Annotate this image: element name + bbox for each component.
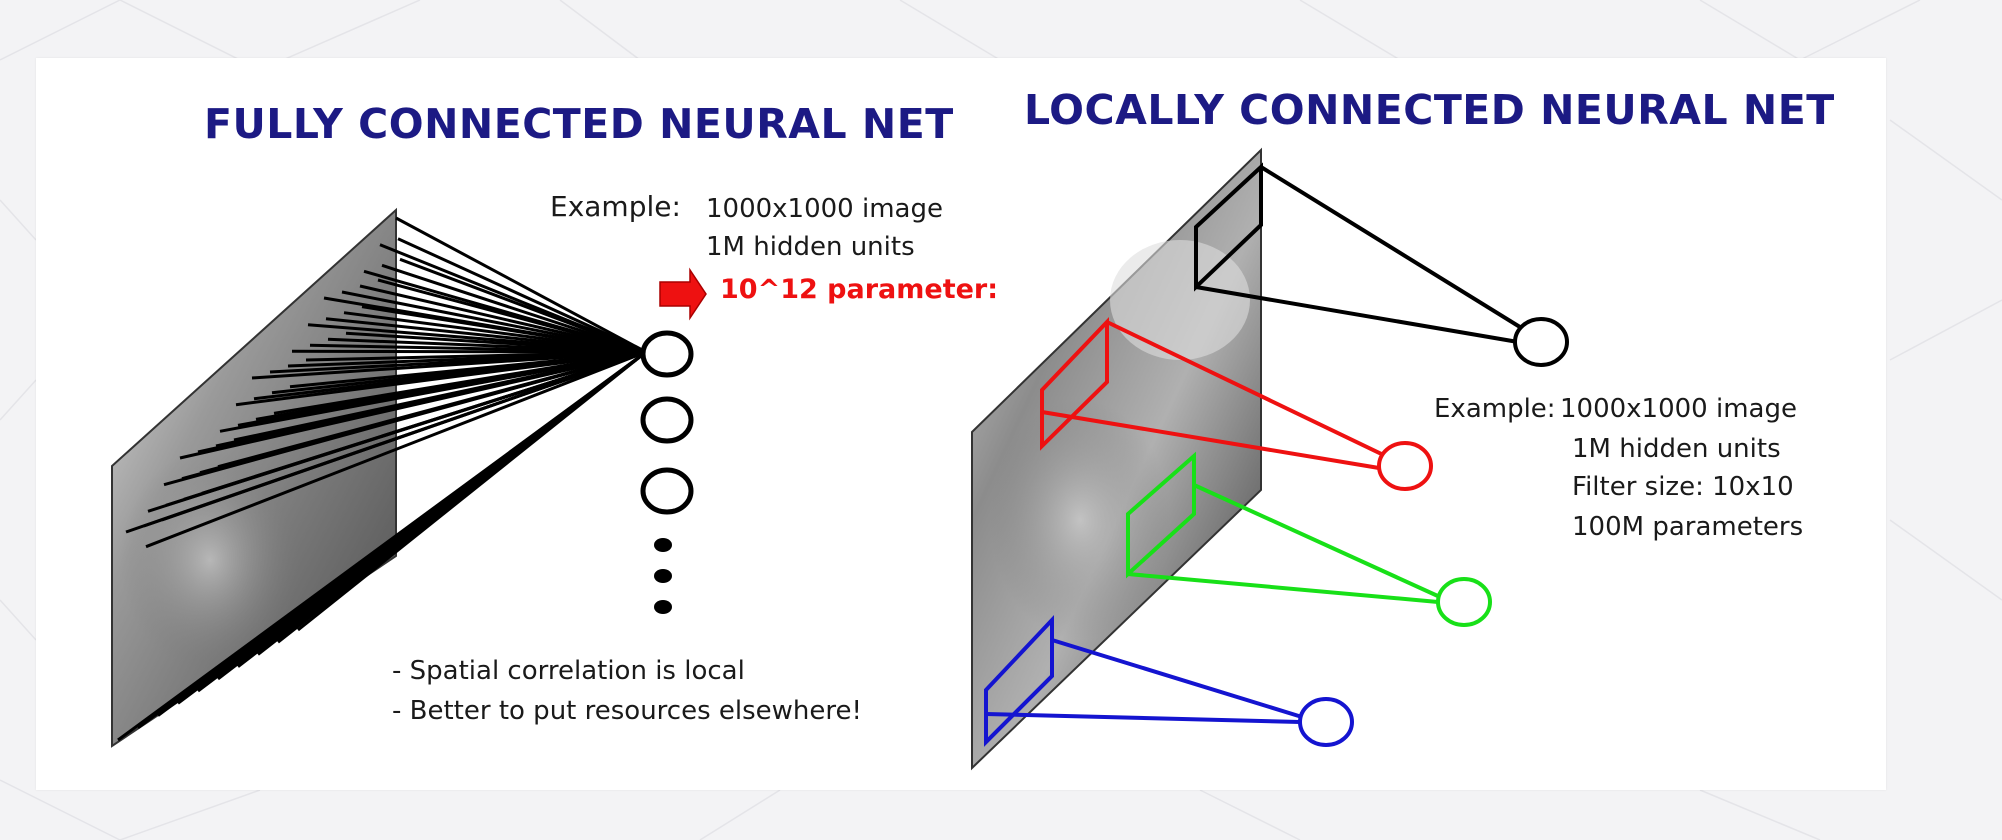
fc-example-label: Example: [550,190,681,223]
lc-filter-green [1126,451,1492,627]
lc-hidden-unit-blue [1298,697,1354,747]
lc-filter-blue [984,614,1354,747]
lc-example-line: 1000x1000 image [1560,394,1797,424]
fc-connection-line [397,237,647,354]
fc-connection-line [307,323,647,354]
fc-hidden-unit [640,396,694,444]
fc-connection-line [251,350,647,380]
lc-example-line: 100M parameters [1572,512,1804,542]
lc-example-label: Example: [1434,394,1556,424]
lc-example-line: Filter size: 10x10 [1572,472,1794,502]
fc-connection-line [235,350,647,407]
fc-connection-line [395,216,647,354]
fc-hidden-unit [640,330,694,378]
lc-title: LOCALLY CONNECTED NEURAL NET [1024,86,1835,134]
fc-title: FULLY CONNECTED NEURAL NET [204,100,954,148]
fc-connection-line [359,284,647,354]
fc-connection-line [179,350,647,460]
lc-input-image [971,147,1262,771]
lc-example-line: 1M hidden units [1572,434,1781,464]
arrow-icon [659,267,707,321]
lc-hidden-unit-red [1377,441,1433,491]
lc-filter-red [1040,317,1433,491]
fc-connection-line [145,350,647,549]
fc-parameter-count: 10^12 parameter: [720,274,999,305]
fc-ellipsis-dots [654,538,672,614]
fc-note: - Better to put resources elsewhere! [392,696,862,726]
fc-connection-line [147,350,647,513]
fc-connection-line [297,350,647,632]
fc-connection-line [379,243,647,354]
fc-connection-line [163,350,647,487]
fc-connection-line [291,349,647,354]
fc-connection-line [125,350,647,534]
fc-note: - Spatial correlation is local [392,656,745,686]
fc-connection-line [219,350,647,433]
fc-hidden-units [640,330,694,515]
fc-example-line: 1000x1000 image [706,194,943,224]
lc-hidden-unit-black [1513,317,1569,367]
lc-hidden-unit-green [1436,577,1492,627]
fc-connection-line [323,296,647,354]
fc-hidden-unit [640,467,694,515]
fc-connection-line [363,269,647,354]
fc-connection-lines [117,216,647,742]
fc-example-line: 1M hidden units [706,232,915,262]
lc-filter-black [1194,162,1569,367]
fc-connection-line [381,263,647,354]
